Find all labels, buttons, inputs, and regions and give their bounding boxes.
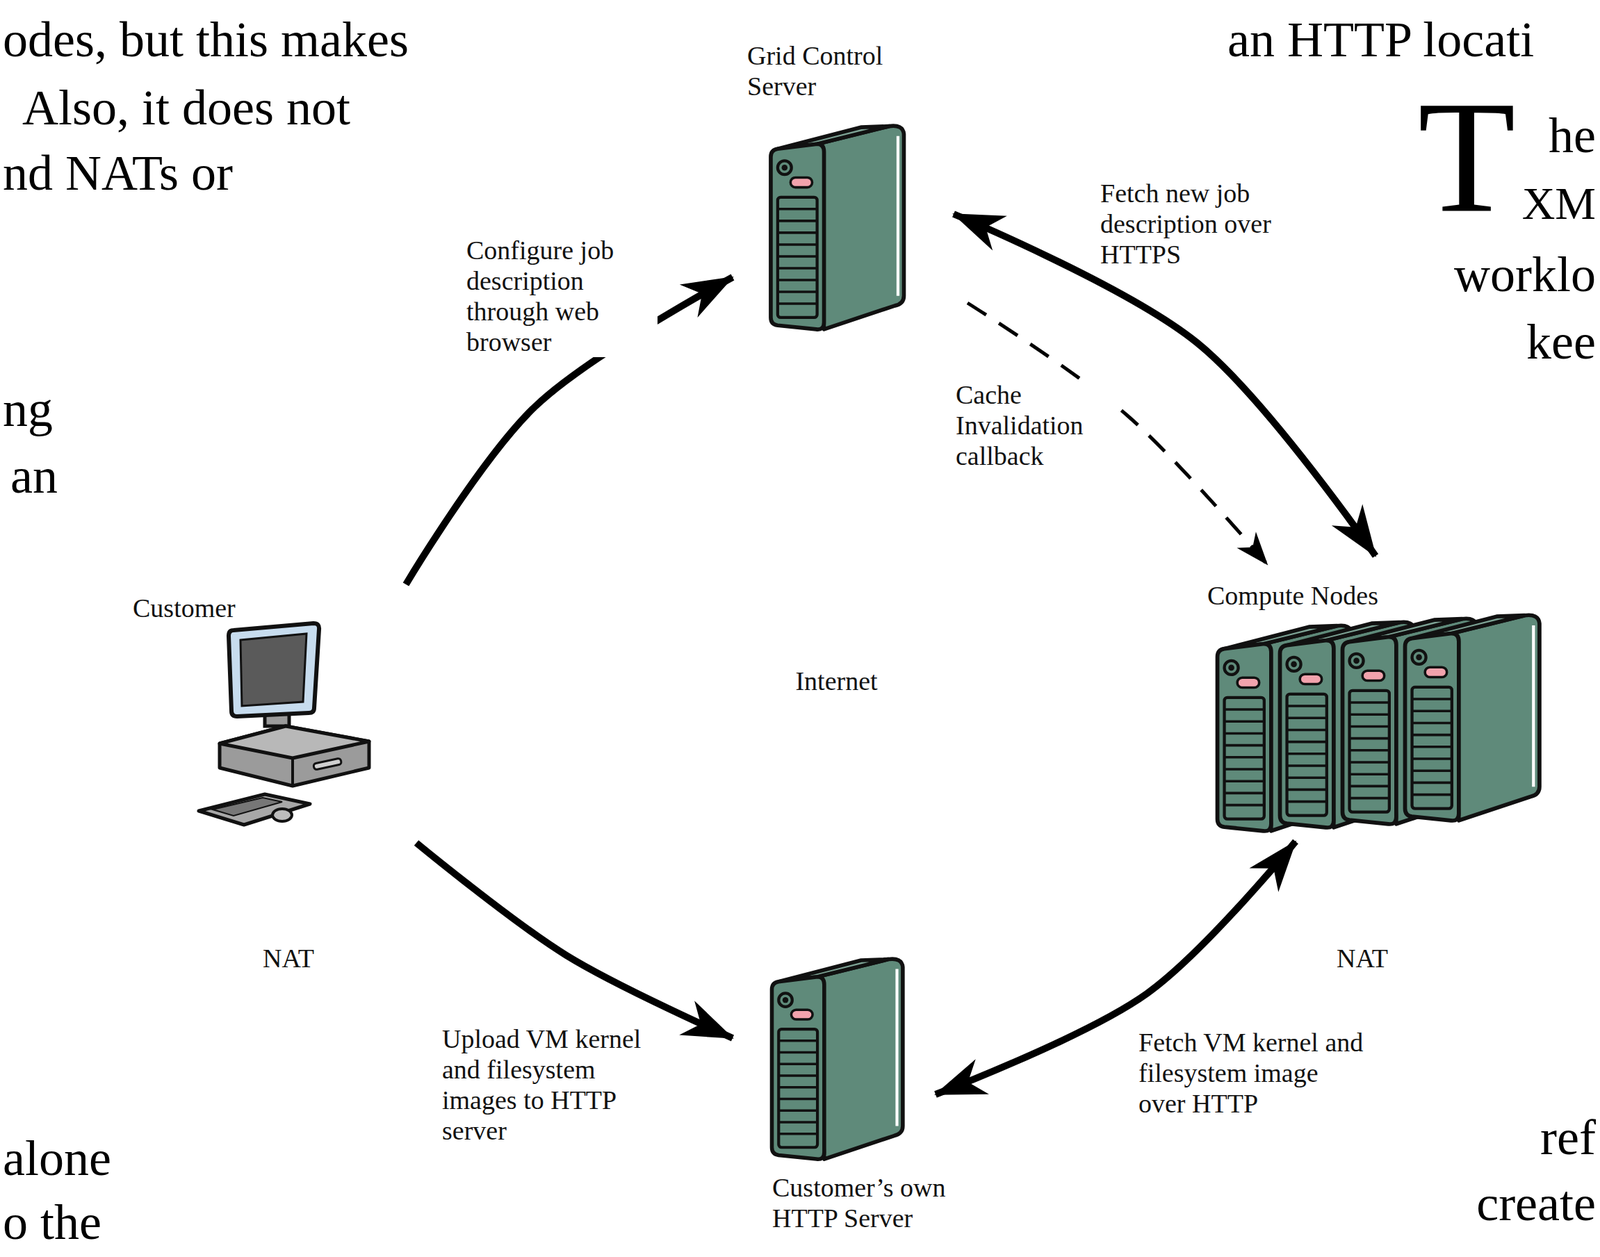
edge-label: Cache Invalidation callback <box>953 379 1117 472</box>
page-text-fragment: o the <box>2 1196 102 1250</box>
node-label: Customer’s own HTTP Server <box>772 1172 960 1234</box>
edge-label: Fetch VM kernel and filesystem image ove… <box>1136 1027 1374 1120</box>
server: Customer’s own HTTP Server <box>760 955 969 1238</box>
edge-label: Upload VM kernel and filesystem images t… <box>439 1023 677 1147</box>
page-text-fragment: worklo <box>1454 248 1596 302</box>
page-text-fragment: create <box>1476 1178 1596 1231</box>
region-outline <box>25 453 552 981</box>
node-label: Grid Control Server <box>747 40 914 102</box>
server: Grid Control Server <box>747 34 928 335</box>
page-text-fragment: an HTTP locati <box>1227 13 1534 67</box>
page-text-fragment: ng <box>2 383 53 437</box>
region-outline <box>1098 453 1600 981</box>
node-label: Customer <box>132 592 286 624</box>
node-label: Compute Nodes <box>1207 580 1416 611</box>
nat-region: CustomerNAT <box>25 453 552 981</box>
server-icon <box>772 959 903 1160</box>
edge-label: Fetch new job description over HTTPS <box>1098 177 1315 270</box>
server-rack <box>1217 615 1540 832</box>
page-text-fragment: he <box>1548 109 1596 163</box>
page-text-fragment: nd NATs or <box>2 147 233 201</box>
page-text-fragment: alone <box>2 1132 112 1186</box>
edge-label: Configure job description through web br… <box>464 234 658 358</box>
page-text-fragment: an <box>10 450 58 504</box>
page-text-fragment: kee <box>1526 316 1596 370</box>
page-text-fragment: T <box>1417 77 1516 238</box>
page-text-fragment: Also, it does not <box>22 82 351 135</box>
arrow <box>416 843 733 1039</box>
page-text-fragment: odes, but this makes <box>2 13 409 67</box>
node-label: NAT <box>1098 943 1600 974</box>
node-label: NAT <box>25 943 552 974</box>
page-text-fragment: ref <box>1540 1112 1596 1165</box>
computer-icon <box>198 623 370 826</box>
nat-region: Compute NodesNAT <box>1098 453 1600 981</box>
internet-cloud: Internet <box>663 571 1010 796</box>
node-label: Internet <box>663 665 1010 697</box>
server-icon <box>770 125 905 330</box>
page-text-fragment: XM <box>1522 179 1596 228</box>
